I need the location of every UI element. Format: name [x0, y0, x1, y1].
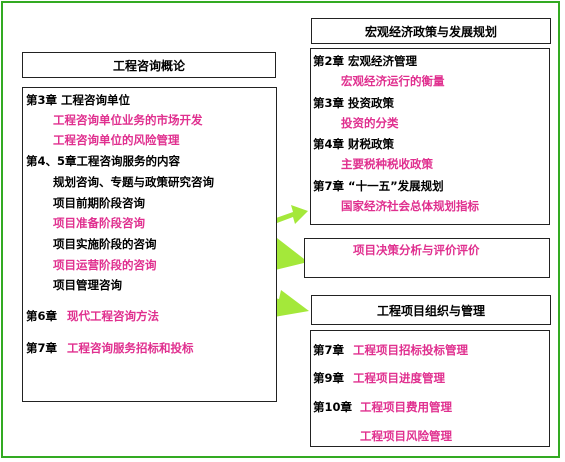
- bottom-right-line: 工程项目风险管理: [360, 429, 452, 443]
- top-right-line: 第3章 投资政策: [313, 96, 395, 110]
- middle-right-box: 项目决策分析与评价评价: [304, 238, 550, 278]
- middle-right-title: 项目决策分析与评价评价: [353, 243, 480, 257]
- left-line: 项目管理咨询: [53, 278, 122, 292]
- left-line: 工程咨询服务招标和投标: [67, 341, 194, 355]
- left-line: 规划咨询、专题与政策研究咨询: [53, 175, 214, 189]
- left-title: 工程咨询概论: [112, 58, 185, 73]
- left-line: 项目前期阶段咨询: [53, 196, 145, 210]
- top-right-line: 国家经济社会总体规划指标: [341, 199, 479, 213]
- bottom-right-line: 工程项目费用管理: [360, 400, 452, 414]
- left-line: 第6章: [26, 309, 58, 323]
- top-right-line: 第2章 宏观经济管理: [313, 54, 418, 68]
- bottom-right-line: 第10章: [313, 400, 353, 414]
- left-line: 工程咨询单位业务的市场开发: [53, 113, 203, 127]
- left-line: 第7章: [26, 341, 58, 355]
- bottom-right-line: 第9章: [313, 371, 345, 385]
- top-right-content-box: 第2章 宏观经济管理 宏观经济运行的衡量 第3章 投资政策 投资的分类 第4章 …: [310, 48, 550, 225]
- bottom-right-title: 工程项目组织与管理: [376, 303, 485, 318]
- left-line: 第3章 工程咨询单位: [26, 93, 131, 107]
- left-line: 项目运营阶段的咨询: [53, 258, 157, 272]
- left-line: 第4、5章工程咨询服务的内容: [26, 154, 181, 168]
- top-right-title-box: 宏观经济政策与发展规划: [311, 18, 551, 44]
- top-right-line: 主要税种税收政策: [341, 157, 433, 171]
- top-right-line: 第4章 财税政策: [313, 137, 395, 151]
- bottom-right-line: 第7章: [313, 343, 345, 357]
- bottom-right-line: 工程项目进度管理: [353, 371, 445, 385]
- top-right-line: 宏观经济运行的衡量: [341, 74, 445, 88]
- top-right-title: 宏观经济政策与发展规划: [364, 24, 497, 39]
- left-line: 项目准备阶段咨询: [53, 216, 145, 230]
- top-right-line: 第7章 “十一五”发展规划: [313, 179, 444, 193]
- diagram-frame: [1, 1, 560, 458]
- left-line: 工程咨询单位的风险管理: [53, 133, 180, 147]
- left-content-box: 第3章 工程咨询单位 工程咨询单位业务的市场开发 工程咨询单位的风险管理 第4、…: [22, 87, 277, 402]
- bottom-right-title-box: 工程项目组织与管理: [311, 295, 551, 325]
- arrow-to-policy: [276, 205, 308, 224]
- top-right-line: 投资的分类: [341, 116, 399, 130]
- left-line: 项目实施阶段的咨询: [53, 237, 157, 251]
- left-line: 现代工程咨询方法: [67, 309, 159, 323]
- bottom-right-line: 工程项目招标投标管理: [353, 343, 468, 357]
- bottom-right-content-box: 第7章 工程项目招标投标管理 第9章 工程项目进度管理 第10章 工程项目费用管…: [310, 330, 550, 447]
- left-title-box: 工程咨询概论: [22, 52, 276, 78]
